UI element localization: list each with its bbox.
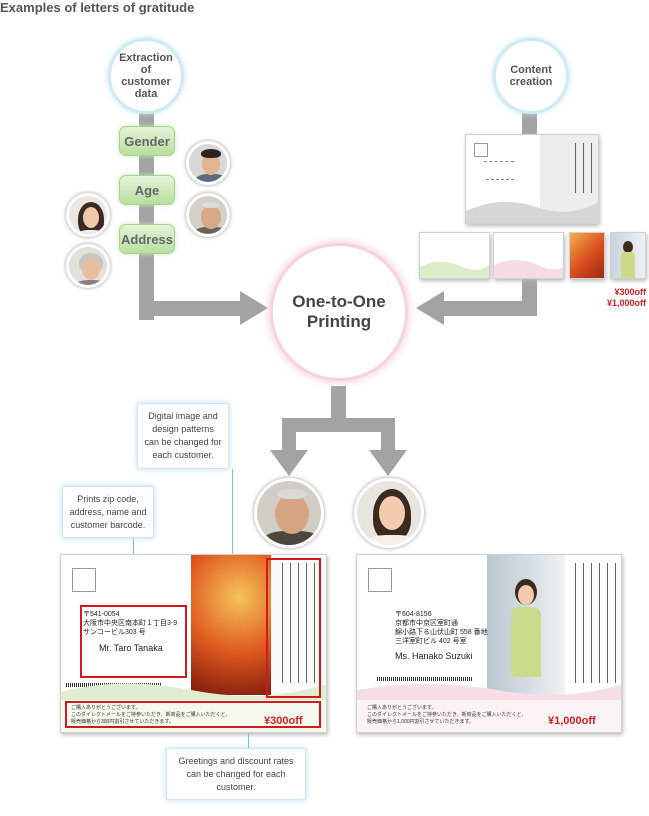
address-label: Address — [120, 231, 174, 247]
stamp-box — [368, 568, 392, 592]
page-title: Examples of letters of gratitude — [0, 0, 195, 15]
postcard-suzuki: 〒604-8156 京都市中京区室町通 錦小路下る山伏山町 558 番地 三洋室… — [356, 554, 622, 733]
green-wave — [420, 261, 489, 278]
greeting-line-2: このダイレクトメールをご持参いただき、新商品をご購入いただくと、 — [367, 712, 527, 718]
discount-300: ¥300off — [614, 287, 646, 297]
greeting-line-3: 販売価格から1,000円割引させていただきます。 — [367, 719, 475, 725]
address-pill: Address — [119, 224, 175, 254]
content-creation-label: Content creation — [509, 64, 553, 88]
address-line-2: 錦小路下る山伏山町 558 番地 — [395, 629, 488, 636]
maple-photo — [191, 555, 271, 695]
senior-man-photo — [254, 478, 324, 548]
address-line-1: 大阪市中央区南本町１丁目3-9 — [83, 620, 178, 627]
wave-graphic — [466, 201, 598, 223]
highlight-greeting — [65, 701, 321, 728]
discount-price: ¥1,000off — [548, 715, 596, 727]
callout-digital-image: Digital image and design patterns can be… — [137, 403, 229, 469]
callout-address-text: Prints zip code, address, name and custo… — [69, 493, 147, 530]
woman-photo-large — [487, 555, 565, 695]
discount-1000: ¥1,000off — [606, 298, 646, 308]
content-creation-node: Content creation — [493, 38, 569, 114]
address-line-3: 三洋室町ビル 402 号室 — [395, 638, 467, 645]
vertical-message — [277, 563, 321, 683]
old-man-photo — [186, 193, 230, 237]
gender-pill: Gender — [119, 126, 175, 156]
one-to-one-printing-node: One-to-One Printing — [270, 243, 408, 381]
discount-price: ¥300off — [264, 715, 303, 727]
age-pill: Age — [119, 175, 175, 205]
extraction-label: Extraction of customer data — [119, 52, 173, 100]
address-line-2: サンコービル303 号 — [83, 629, 146, 636]
callout-digital-text: Digital image and design patterns can be… — [144, 411, 222, 460]
customer-barcode — [377, 677, 472, 681]
callout-connector — [232, 469, 233, 559]
zip-code: 〒604-8156 — [395, 611, 432, 618]
greeting-line-3: 販売価格から300円割引させていただきます。 — [71, 719, 174, 725]
greeting-panel — [357, 700, 621, 732]
extraction-node: Extraction of customer data — [108, 38, 184, 114]
callout-greeting: Greetings and discount rates can be chan… — [166, 748, 306, 800]
printing-label: One-to-One Printing — [292, 292, 386, 331]
zip-code: 〒541-0054 — [83, 611, 120, 618]
pink-wave — [494, 260, 563, 278]
recipient-name: Ms. Hanako Suzuki — [395, 651, 473, 661]
young-woman-photo — [66, 193, 110, 237]
highlight-address — [80, 605, 187, 678]
greeting-line-2: このダイレクトメールをご持参いただき、新商品をご購入いただくと、 — [71, 712, 231, 718]
highlight-message — [266, 558, 321, 698]
callout-connector — [248, 725, 249, 748]
old-woman-photo — [66, 244, 110, 288]
gender-label: Gender — [124, 133, 170, 149]
callout-address: Prints zip code, address, name and custo… — [62, 486, 154, 538]
recipient-name: Mr. Taro Tanaka — [99, 643, 163, 653]
vertical-message — [570, 563, 616, 683]
design-template-main — [465, 134, 599, 224]
young-man-photo — [186, 141, 230, 185]
design-variant-green — [419, 232, 490, 279]
woman-image-thumb — [610, 232, 646, 279]
stamp-box — [72, 568, 96, 592]
maple-image-thumb — [569, 232, 605, 279]
address-line-1: 京都市中京区室町通 — [395, 620, 458, 627]
greeting-line-1: ご購入ありがとうございます。 — [367, 705, 437, 711]
woman-photo — [354, 478, 424, 548]
age-label: Age — [134, 182, 160, 198]
greeting-line-1: ご購入ありがとうございます。 — [71, 705, 141, 711]
design-variant-pink — [493, 232, 564, 279]
callout-greeting-text: Greetings and discount rates can be chan… — [178, 755, 294, 792]
